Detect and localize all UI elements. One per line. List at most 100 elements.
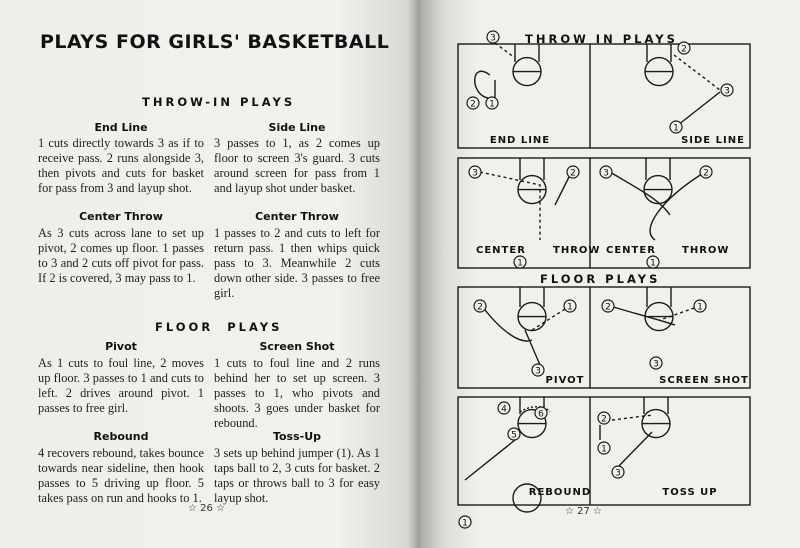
- diagram-label: SIDE LINE: [681, 135, 745, 146]
- player-marker: [485, 96, 499, 110]
- player-marker: [566, 165, 580, 179]
- player-number: 4: [501, 405, 507, 415]
- page-title: PLAYS FOR GIRLS' BASKETBALL: [40, 31, 390, 53]
- center-circle: [512, 483, 542, 513]
- player-number: 2: [681, 45, 687, 55]
- player-marker: [507, 427, 521, 441]
- play-path: [609, 305, 676, 326]
- player-number: 3: [724, 87, 730, 97]
- play-path: [531, 305, 571, 331]
- diagram-label: PIVOT: [546, 375, 585, 386]
- play-text: 1 cuts to foul line and 2 runs behind he…: [214, 356, 380, 430]
- player-number: 2: [703, 169, 709, 179]
- play-path: [464, 439, 516, 481]
- play-path: [609, 171, 671, 216]
- play-heading: Center Throw: [79, 210, 163, 223]
- floor-heading: FLOOR PLAYS: [155, 320, 282, 334]
- play-path: [677, 91, 721, 126]
- player-number: 1: [462, 519, 468, 529]
- player-number: 3: [535, 367, 541, 377]
- player-number: 2: [470, 100, 476, 110]
- player-number: 2: [605, 303, 611, 313]
- player-number: 3: [615, 469, 621, 479]
- player-number: 2: [601, 415, 607, 425]
- player-number: 1: [517, 259, 523, 269]
- player-marker: [699, 165, 713, 179]
- diagram-label: END LINE: [490, 135, 550, 146]
- play-path: [474, 70, 491, 99]
- play-path: [519, 406, 551, 413]
- play-heading: Pivot: [105, 340, 137, 353]
- play-text: 4 recovers rebound, takes bounce towards…: [38, 446, 204, 505]
- play-text: 3 sets up behind jumper (1). As 1 taps b…: [214, 446, 380, 505]
- player-marker: [597, 411, 611, 425]
- play-text: As 1 cuts to foul line, 2 moves up floor…: [38, 356, 204, 415]
- player-number: 1: [673, 124, 679, 134]
- court-box: [457, 396, 751, 506]
- play-path: [611, 414, 654, 421]
- play-text: 1 cuts directly towards 3 as if to recei…: [38, 136, 204, 195]
- floor-heading-word: FLOOR: [155, 320, 214, 334]
- floor-diagrams-heading: FLOOR PLAYS: [540, 272, 661, 286]
- play-path: [673, 54, 721, 91]
- right-page: THROW IN PLAYS FLOOR PLAYS 3 2 1 2 3 1 3 2 1 3 2 1 2…: [420, 0, 800, 548]
- player-marker: [601, 299, 615, 313]
- play-path: [649, 171, 706, 241]
- player-marker: [513, 255, 527, 269]
- player-marker: [720, 83, 734, 97]
- court-box: [457, 43, 751, 149]
- diagram-label: CENTER: [606, 245, 656, 256]
- play-heading: Side Line: [268, 121, 326, 134]
- player-marker: [497, 401, 511, 415]
- player-marker: [458, 515, 472, 529]
- play-heading: Rebound: [93, 430, 149, 443]
- play-path: [524, 329, 541, 366]
- player-number: 5: [511, 431, 517, 441]
- player-number: 2: [477, 303, 483, 313]
- player-marker: [473, 299, 487, 313]
- player-number: 3: [472, 169, 478, 179]
- player-marker: [534, 406, 548, 420]
- throw-in-diagrams-heading: THROW IN PLAYS: [525, 32, 678, 46]
- diagram-label: THROW: [553, 245, 600, 256]
- player-marker: [649, 356, 663, 370]
- player-marker: [611, 465, 625, 479]
- play-text: 3 passes to 1, as 2 comes up floor to sc…: [214, 136, 380, 195]
- player-number: 6: [538, 410, 544, 420]
- play-text: 1 passes to 2 and cuts to left for retur…: [214, 226, 380, 300]
- play-text: As 3 cuts across lane to set up pivot, 2…: [38, 226, 204, 285]
- play-path: [554, 174, 571, 206]
- player-number: 2: [570, 169, 576, 179]
- player-number: 1: [489, 100, 495, 110]
- player-marker: [531, 363, 545, 377]
- court-box: [457, 157, 751, 269]
- play-heading: End Line: [94, 121, 148, 134]
- play-path: [659, 305, 701, 321]
- player-marker: [599, 165, 613, 179]
- player-number: 1: [567, 303, 573, 313]
- throw-in-heading: THROW-IN PLAYS: [142, 95, 296, 109]
- diagram-label: TOSS UP: [662, 487, 717, 498]
- play-path: [481, 305, 533, 342]
- left-page: PLAYS FOR GIRLS' BASKETBALL THROW-IN PLA…: [0, 0, 420, 548]
- player-number: 3: [603, 169, 609, 179]
- page-number: ☆ 27 ☆: [565, 506, 603, 517]
- player-marker: [693, 299, 707, 313]
- player-marker: [597, 441, 611, 455]
- play-heading: Center Throw: [255, 210, 339, 223]
- play-path: [614, 431, 653, 471]
- floor-heading-word: PLAYS: [227, 320, 283, 334]
- play-heading: Toss-Up: [272, 430, 322, 443]
- diagram-label: THROW: [682, 245, 729, 256]
- play-path: [479, 171, 541, 240]
- play-heading: Screen Shot: [259, 340, 335, 353]
- court-box: [457, 286, 751, 389]
- player-number: 1: [650, 259, 656, 269]
- diagram-label: REBOUND: [529, 487, 591, 498]
- player-marker: [669, 120, 683, 134]
- player-marker: [646, 255, 660, 269]
- player-number: 3: [653, 360, 659, 370]
- player-number: 3: [490, 34, 496, 44]
- player-number: 1: [601, 445, 607, 455]
